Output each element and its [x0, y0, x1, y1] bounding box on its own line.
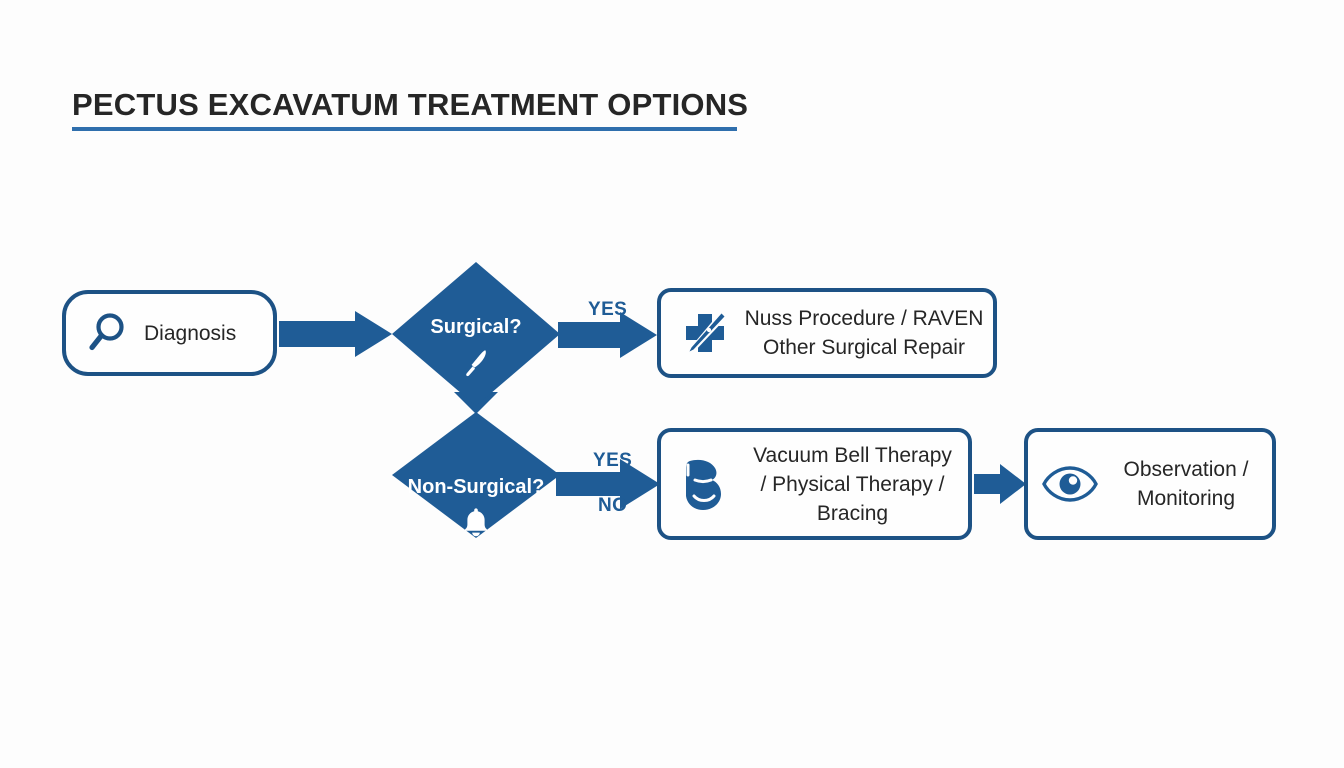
diamond-shape-nonsurgical	[392, 412, 560, 538]
diamond-shape-surgical	[392, 262, 560, 406]
vacuum-line-3: Bracing	[816, 501, 889, 525]
magnifier-icon	[76, 308, 140, 358]
process-node-observation-monitoring[interactable]: Observation / Monitoring	[1024, 428, 1276, 540]
connector-vacuum-to-observation	[974, 464, 1026, 504]
vacuum-line-2: / Physical Therapy /	[760, 472, 945, 496]
process-label-vacuum-bell-therapy: Vacuum Bell Therapy / Physical Therapy /…	[743, 441, 968, 528]
decision-node-surgical[interactable]: Surgical?	[390, 260, 562, 408]
edge-label-no-nonsurgical: NO	[598, 495, 628, 516]
decision-node-nonsurgical[interactable]: Non-Surgical?	[390, 410, 562, 540]
flexed-biceps-icon	[669, 455, 743, 513]
observation-line-1: Observation /	[1123, 458, 1249, 481]
connector-diagnosis-to-surgical	[279, 311, 392, 357]
process-label-nuss-procedure: Nuss Procedure / RAVEN Other Surgical Re…	[741, 304, 993, 362]
process-node-vacuum-bell-therapy[interactable]: Vacuum Bell Therapy / Physical Therapy /…	[657, 428, 972, 540]
vacuum-line-1: Vacuum Bell Therapy	[753, 443, 952, 467]
eye-icon	[1034, 464, 1106, 504]
process-label-diagnosis: Diagnosis	[144, 321, 237, 345]
process-node-nuss-procedure[interactable]: Nuss Procedure / RAVEN Other Surgical Re…	[657, 288, 997, 378]
medical-cross-scalpel-icon	[669, 306, 741, 360]
process-label-observation-monitoring: Observation / Monitoring	[1106, 455, 1272, 513]
page-title-block: PECTUS EXCAVATUM TREATMENT OPTIONS	[72, 86, 772, 131]
nuss-line-1: Nuss Procedure / RAVEN	[744, 307, 984, 330]
nuss-line-2: Other Surgical Repair	[763, 336, 965, 359]
observation-line-2: Monitoring	[1136, 487, 1236, 510]
page-title: PECTUS EXCAVATUM TREATMENT OPTIONS	[72, 87, 749, 122]
title-underline-rule	[72, 127, 737, 131]
edge-label-yes-surgical: YES	[588, 299, 628, 320]
edge-label-yes-nonsurgical: YES	[593, 450, 633, 471]
process-node-diagnosis[interactable]: Diagnosis	[62, 290, 277, 376]
